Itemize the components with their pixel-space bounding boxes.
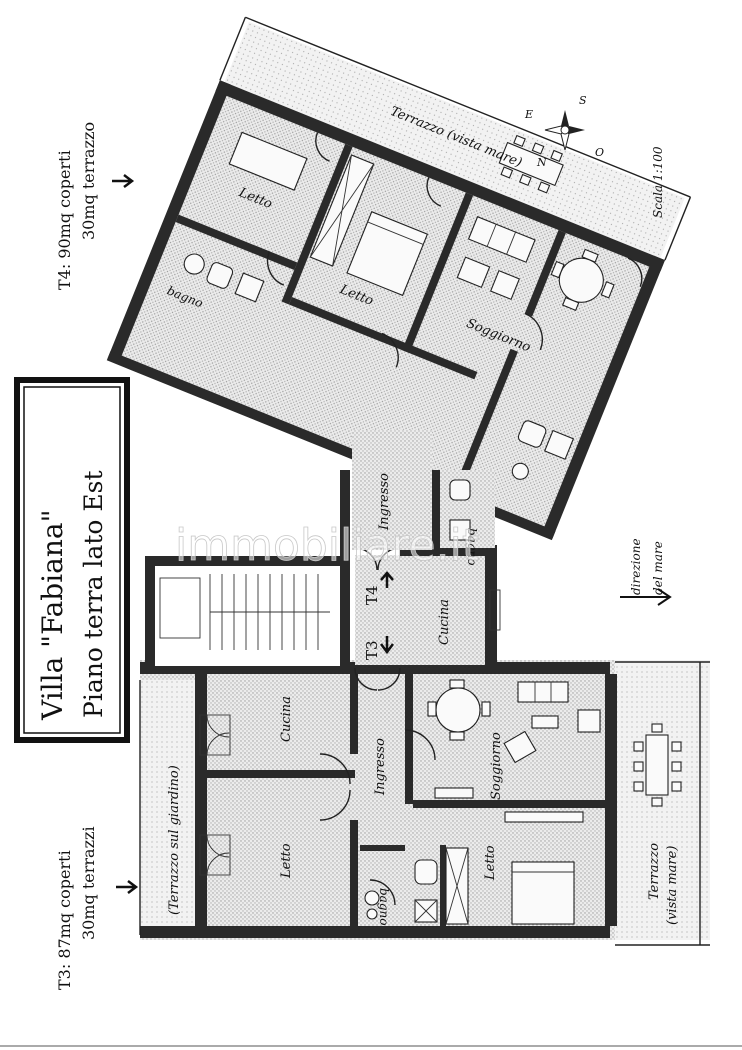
t3-label-ingresso: Ingresso (373, 738, 388, 796)
t3-label-cucina: Cucina (279, 696, 294, 742)
t3-armchair (577, 709, 601, 733)
arrow-down-icon (380, 636, 394, 655)
arrow-right-icon (112, 174, 135, 188)
t4-sofa (467, 216, 536, 263)
compass-rose-icon: N E S O (524, 94, 604, 169)
marker-t3: T3 (363, 640, 381, 660)
arrow-up-icon (380, 571, 394, 588)
t4-cucina-wall-right (485, 545, 497, 665)
t4-apartment: Terrazzo (vista mare) Letto Letto bagno … (106, 16, 692, 541)
t3-label-terrazzo-mare-1: Terrazzo (647, 843, 662, 900)
t4-wall-left (107, 80, 232, 363)
staircase (145, 556, 350, 668)
t3-apartment (139, 660, 710, 946)
title-line-2: Piano terra lato Est (79, 471, 108, 719)
arrow-right-icon (620, 588, 672, 606)
t4-wall-right (541, 255, 665, 539)
t3-wall-bottom (140, 926, 610, 938)
t3-label-soggiorno: Soggiorno (489, 732, 504, 800)
title-box: Villa "Fabiana" Piano terra lato Est (14, 377, 130, 743)
t3-labels: (Terrazzo sul giardino) Cucina Letto Ing… (167, 696, 680, 925)
compass-s: S (579, 94, 587, 107)
t4-label-ingresso: Ingresso (377, 473, 392, 531)
t3-label-terrazzo-mare-2: (vista mare) (665, 846, 680, 925)
t3-terrace-table (645, 734, 669, 796)
watermark: immobiliare.it (175, 520, 479, 571)
t3-wall-right (605, 674, 617, 926)
t3-info-line-1: T3: 87mq coperti (55, 850, 74, 990)
t3-double-bed (511, 861, 575, 925)
t3-door-cucina (319, 753, 351, 785)
t4-terrace-table (498, 141, 564, 187)
t4-info-line-2: 30mq terrazzo (79, 122, 98, 240)
t3-round-table (435, 687, 481, 733)
compass-n: N (536, 156, 547, 169)
stair-steps (209, 574, 330, 650)
t3-info-line-2: 30mq terrazzi (79, 826, 98, 940)
compass-e: E (524, 108, 533, 121)
t3-wall-cucina-letto (207, 770, 355, 778)
compass-o: O (595, 146, 604, 159)
t3-wall-soggiorno (405, 674, 413, 804)
sea-direction-line-2: del mare (651, 541, 665, 595)
t3-wall-left (195, 674, 207, 926)
t4-label-bagno-2: bagno (465, 528, 479, 565)
t4-double-bed (346, 211, 429, 297)
t4-vertical-labels: Ingresso bagno Cucina (377, 473, 479, 645)
t4-terrace-rail (245, 16, 691, 198)
sea-direction-line-1: direzione (629, 538, 643, 595)
unit-markers: T4 T3 (363, 571, 394, 660)
t4-single-bed (228, 131, 308, 191)
t4-ingresso (340, 430, 495, 560)
arrow-right-icon (116, 880, 139, 894)
t3-garden-terrace-floor (140, 680, 195, 930)
title-line-1: Villa "Fabiana" (36, 510, 69, 721)
t3-label-letto-2: Letto (483, 845, 498, 881)
t4-wall-top (215, 80, 665, 272)
t4-lower-block (354, 545, 501, 691)
t3-info: T3: 87mq coperti 30mq terrazzi (55, 826, 139, 990)
t3-label-bagno: bagno (377, 888, 391, 925)
t4-label-cucina: Cucina (437, 599, 452, 645)
t3-door-letto (319, 789, 351, 821)
scale-label: Scala 1:100 (651, 146, 665, 218)
t4-terrace-floor (222, 21, 685, 263)
marker-t4: T4 (363, 585, 381, 605)
t3-label-terrazzo-giardino: (Terrazzo sul giardino) (167, 765, 182, 915)
t4-info-line-1: T4: 90mq coperti (55, 150, 74, 290)
sea-direction: direzione del mare (620, 538, 672, 606)
t3-door-bagno (369, 879, 396, 906)
t3-sofa (517, 681, 569, 703)
t3-door-soggiorno (404, 729, 436, 761)
t3-label-letto-1: Letto (279, 843, 294, 879)
t4-info: T4: 90mq coperti 30mq terrazzo (55, 122, 135, 290)
